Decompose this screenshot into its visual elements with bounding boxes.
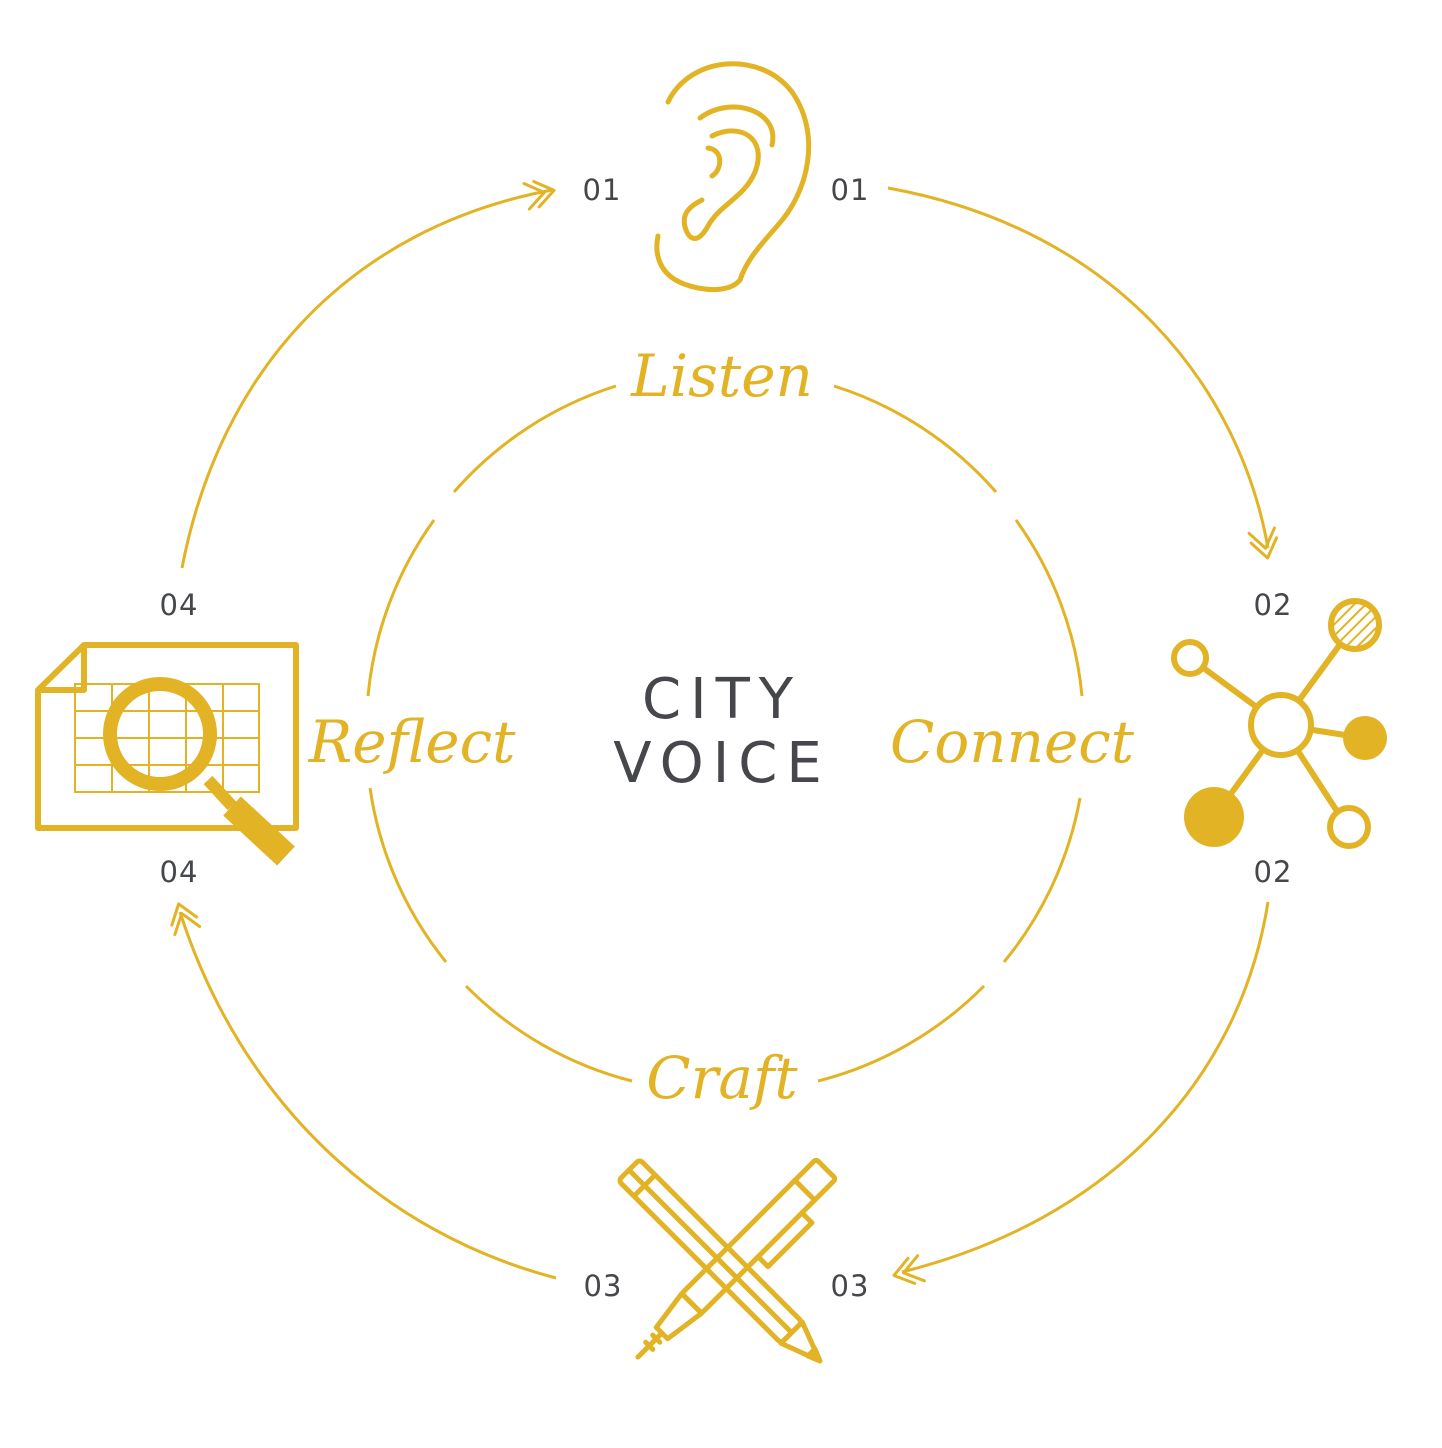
step-label-listen: Listen (630, 342, 813, 410)
arrowhead-03 (892, 1254, 926, 1285)
pencil-pen-cross-icon (617, 1157, 838, 1364)
step-number-03-right: 03 (831, 1269, 870, 1303)
step-number-04-bottom: 04 (160, 855, 199, 889)
inner-ring-arc (1014, 519, 1084, 697)
step-number-02-bottom: 02 (1254, 855, 1293, 889)
step-label-reflect: Reflect (308, 708, 516, 776)
inner-ring-arc (1002, 797, 1082, 963)
document-magnifier-icon (35, 642, 299, 866)
step-number-01-left: 01 (583, 173, 622, 207)
outer-cycle (178, 186, 1270, 1280)
arrow-craft-to-reflect (178, 911, 557, 1280)
arrowhead-04 (170, 902, 202, 937)
inner-ring-arc (833, 384, 998, 493)
inner-ring-arc (368, 787, 448, 963)
inner-ring-arc (366, 519, 436, 697)
step-label-craft: Craft (646, 1044, 798, 1112)
step-number-03-left: 03 (584, 1269, 623, 1303)
step-number-02-top: 02 (1254, 588, 1293, 622)
step-number-01-right: 01 (831, 173, 870, 207)
arrowhead-02 (1247, 526, 1279, 560)
ear-icon (654, 61, 812, 292)
inner-ring (366, 384, 1084, 1083)
center-title-line2: VOICE (613, 731, 830, 796)
arrowhead-01 (522, 179, 556, 211)
inner-ring-arc (452, 384, 617, 493)
arrow-reflect-to-listen (180, 188, 553, 569)
inner-ring-arc (817, 984, 986, 1083)
arrowheads (170, 179, 1279, 1285)
network-icon (1171, 598, 1387, 849)
center-title-line1: CITY (642, 667, 802, 732)
arrow-connect-to-craft (901, 901, 1270, 1274)
step-label-connect: Connect (890, 708, 1135, 776)
arrow-listen-to-connect (887, 186, 1270, 549)
inner-ring-arc (464, 984, 633, 1083)
step-number-04-top: 04 (160, 588, 199, 622)
